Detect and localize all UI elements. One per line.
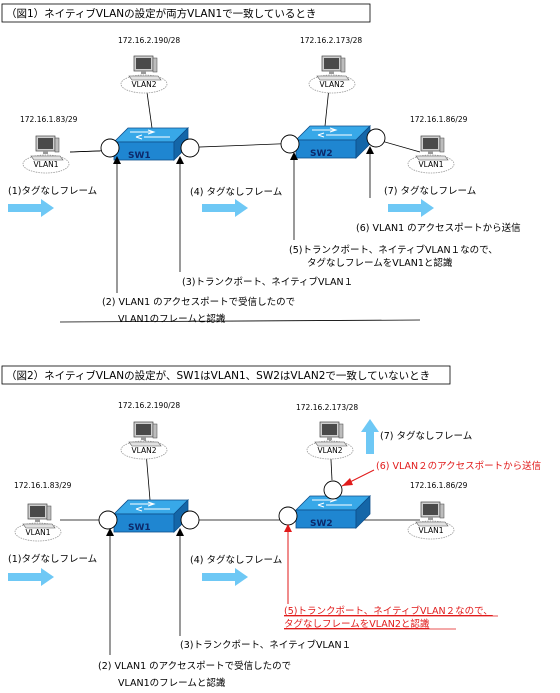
port-circle xyxy=(180,510,200,530)
frame-arrow xyxy=(202,199,248,217)
frame-arrow xyxy=(8,199,54,217)
port-circle xyxy=(180,138,200,158)
frame-arrow xyxy=(8,568,54,586)
pc-right-vlan: VLAN1 xyxy=(419,526,444,535)
figure-2-title: （図2）ネイティブVLANの設定が、SW1はVLAN1、SW2はVLAN2で一致… xyxy=(6,369,430,382)
pc-mid2-vlan: VLAN2 xyxy=(320,80,345,89)
pc-mid2-ip: 172.16.2.173/28 xyxy=(296,403,358,412)
step5-label-line1: (5)トランクポート、ネイティブVLAN２なので、 xyxy=(284,605,493,617)
pc-left-ip: 172.16.1.83/29 xyxy=(20,115,78,124)
pc-left-vlan: VLAN1 xyxy=(26,528,51,537)
pc-right-vlan: VLAN1 xyxy=(419,160,444,169)
port-circle xyxy=(280,134,300,154)
pc-mid1-vlan: VLAN2 xyxy=(132,446,157,455)
frame-arrow xyxy=(202,568,248,586)
switch-icon xyxy=(113,127,189,161)
step4-label: (4) タグなしフレーム xyxy=(190,554,282,566)
step2-label-line1: (2) VLAN1 のアクセスポートで受信したので xyxy=(102,296,295,308)
pc-mid1-ip: 172.16.2.190/28 xyxy=(118,36,180,45)
sw1-label: SW1 xyxy=(128,151,151,161)
sw1-label: SW1 xyxy=(128,523,151,533)
switch-icon xyxy=(295,125,371,159)
figure-2-title-box xyxy=(1,365,451,385)
switch-icon xyxy=(113,499,189,533)
sw2-label: SW2 xyxy=(310,519,333,529)
pc-mid2-vlan: VLAN2 xyxy=(318,446,343,455)
port-circle xyxy=(98,510,118,530)
pc-left-ip: 172.16.1.83/29 xyxy=(14,481,72,490)
pc-right-ip: 172.16.1.86/29 xyxy=(410,115,468,124)
step2-label-line2: VLAN1のフレームと認識 xyxy=(118,677,226,689)
pc-right-ip: 172.16.1.86/29 xyxy=(410,481,468,490)
step4-label: (4) タグなしフレーム xyxy=(190,186,282,198)
step2-label-line2: VLAN1のフレームと認識 xyxy=(118,313,226,325)
step5-label-line2: タグなしフレームをVLAN1と認識 xyxy=(307,257,453,269)
frame-arrow xyxy=(388,199,434,217)
step7-label: (7) タグなしフレーム xyxy=(384,185,476,197)
step5-label-line1: (5)トランクポート、ネイティブVLAN１なので、 xyxy=(289,244,498,256)
port-circle xyxy=(366,128,386,148)
pc-mid2-ip: 172.16.2.173/28 xyxy=(300,36,362,45)
step3-label: (3)トランクポート、ネイティブVLAN１ xyxy=(180,639,351,651)
port-circle xyxy=(278,506,298,526)
port-circle xyxy=(100,138,120,158)
step6-label: (6) VLAN1 のアクセスポートから送信 xyxy=(356,222,521,234)
figure-1-title-box xyxy=(1,3,371,23)
frame-arrow-up xyxy=(361,419,379,454)
step7-label: (7) タグなしフレーム xyxy=(380,430,472,442)
figure-1: （図1）ネイティブVLANの設定が両方VLAN1で一致しているとき VLAN1 … xyxy=(1,3,521,325)
switch-icon xyxy=(295,495,371,529)
pc-mid1-ip: 172.16.2.190/28 xyxy=(118,401,180,410)
step3-label: (3)トランクポート、ネイティブVLAN１ xyxy=(182,276,353,288)
step6-label: (6) VLAN２のアクセスポートから送信 xyxy=(376,460,541,472)
pc-left-vlan: VLAN1 xyxy=(34,160,59,169)
step1-label: (1)タグなしフレーム xyxy=(8,185,97,197)
pc-mid1-vlan: VLAN2 xyxy=(132,80,157,89)
figure-1-title: （図1）ネイティブVLANの設定が両方VLAN1で一致しているとき xyxy=(6,7,316,20)
step5-label-line2: タグなしフレームをVLAN2と認識 xyxy=(284,618,430,630)
sw2-label: SW2 xyxy=(310,149,333,159)
port-circle xyxy=(323,480,343,500)
step1-label: (1)タグなしフレーム xyxy=(8,553,97,565)
step2-label-line1: (2) VLAN1 のアクセスポートで受信したので xyxy=(98,660,291,672)
figure-2: （図2）ネイティブVLANの設定が、SW1はVLAN1、SW2はVLAN2で一致… xyxy=(1,319,541,689)
